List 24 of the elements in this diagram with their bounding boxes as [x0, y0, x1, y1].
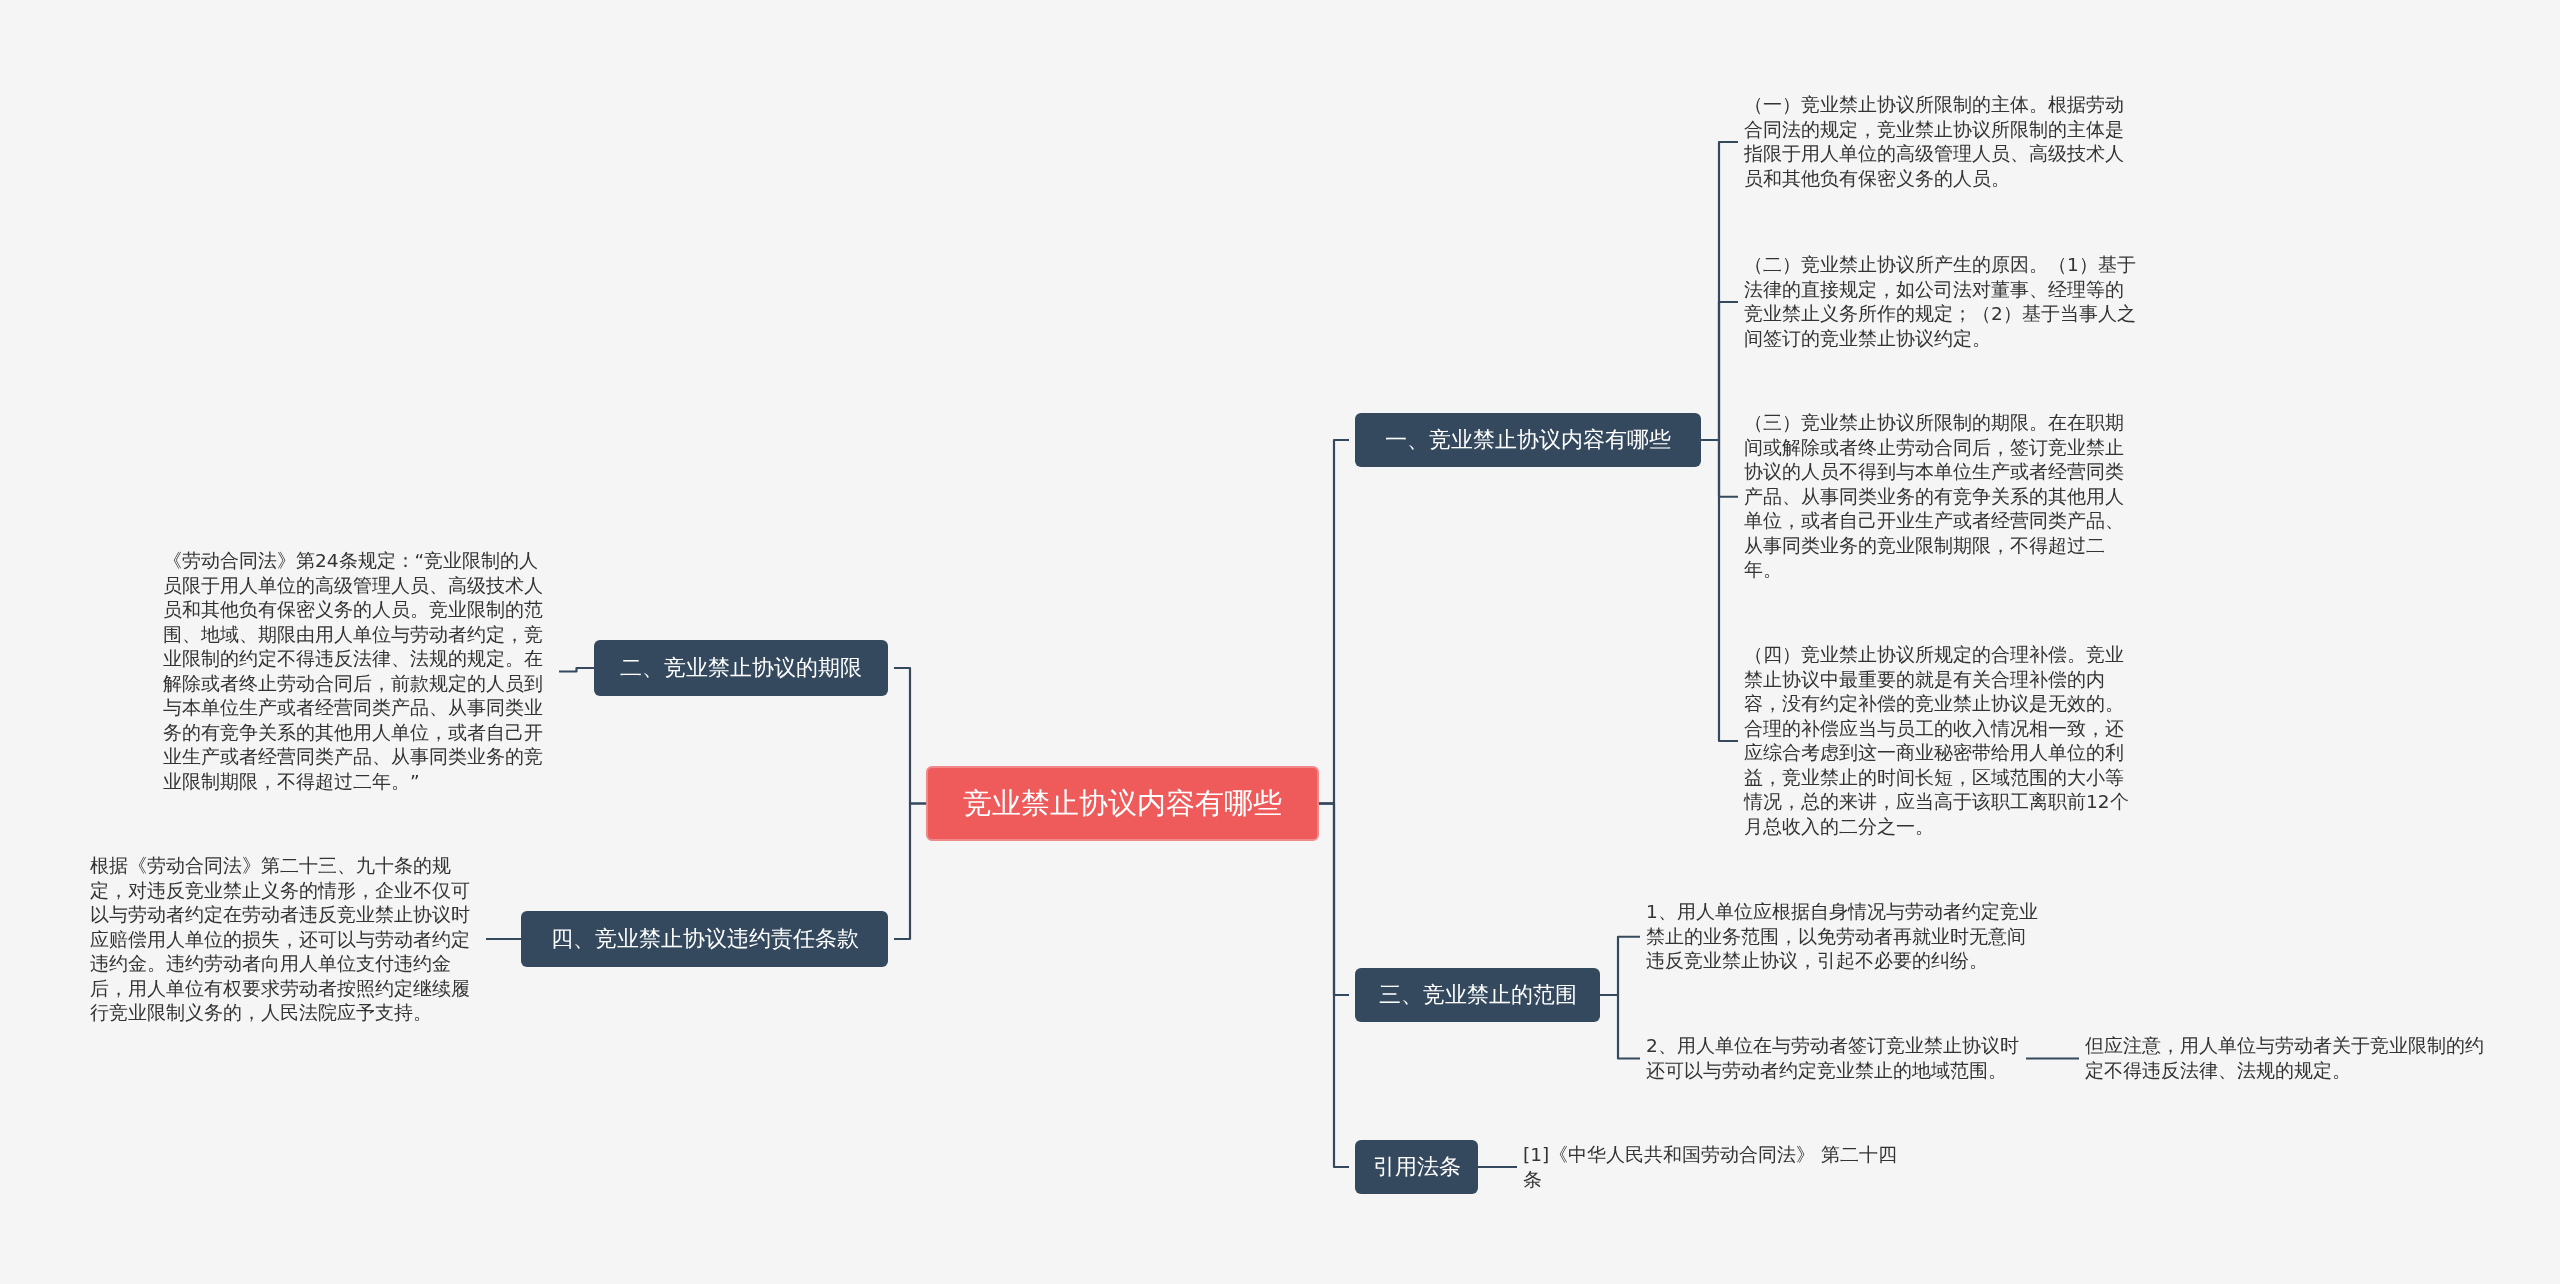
connector-line [1478, 1165, 1517, 1169]
connector-line [486, 937, 521, 941]
topic-text: （四）竞业禁止协议所规定的合理补偿。竞业禁止协议中最重要的就是有关合理补偿的内容，没有约定补偿的竞业禁止协议是无效的。合理的补偿应当与员工的收入情况相一致，还应综合考虑到这一商业秘密带给用人单位的利益，竞业禁止的时间长短，区域范围的大小等情况，总的来讲，应当高于该职工离职前12个月总收入的二分之一。 [1744, 643, 2136, 839]
topic-box: 四、竞业禁止协议违约责任条款 [521, 911, 888, 967]
connector-line [1701, 438, 1738, 743]
topic-text: 但应注意，用人单位与劳动者关于竞业限制的约定不得违反法律、法规的规定。 [2085, 1034, 2485, 1083]
connector-line [1319, 802, 1349, 1169]
topic-box: 二、竞业禁止协议的期限 [594, 640, 888, 696]
topic-text: （二）竞业禁止协议所产生的原因。（1）基于法律的直接规定，如公司法对董事、经理等的竞业禁止义务所作的规定；（2）基于当事人之间签订的竞业禁止协议约定。 [1744, 253, 2136, 351]
topic-text: 2、用人单位在与劳动者签订竞业禁止协议时还可以与劳动者约定竞业禁止的地域范围。 [1646, 1034, 2026, 1083]
connector-line [559, 666, 594, 673]
connector-line [894, 802, 926, 941]
central-topic: 竞业禁止协议内容有哪些 [926, 766, 1319, 841]
connector-line [2026, 1057, 2079, 1060]
topic-text: [1]《中华人民共和国劳动合同法》 第二十四条 [1523, 1143, 1908, 1192]
topic-text: 根据《劳动合同法》第二十三、九十条的规定，对违反竞业禁止义务的情形，企业不仅可以与劳动者约定在劳动者违反竞业禁止协议时应赔偿用人单位的损失，还可以与劳动者约定违约金。违约劳动者向用人单位支付违约金后，用人单位有权要求劳动者按照约定继续履行竞业限制义务的，人民法院应予支持。 [90, 854, 480, 1026]
topic-box: 引用法条 [1355, 1140, 1478, 1194]
topic-text: （三）竞业禁止协议所限制的期限。在在职期间或解除或者终止劳动合同后，签订竞业禁止协议的人员不得到与本单位生产或者经营同类产品、从事同类业务的有竞争关系的其他用人单位，或者自己开业生产或者经营同类产品、从事同类业务的竞业限制期限，不得超过二年。 [1744, 411, 2136, 583]
topic-text: （一）竞业禁止协议所限制的主体。根据劳动合同法的规定，竞业禁止协议所限制的主体是指限于用人单位的高级管理人员、高级技术人员和其他负有保密义务的人员。 [1744, 93, 2136, 191]
topic-text: 《劳动合同法》第24条规定：“竞业限制的人员限于用人单位的高级管理人员、高级技术人员和其他负有保密义务的人员。竞业限制的范围、地域、期限由用人单位与劳动者约定，竞业限制的约定不得违反法律、法规的规定。在解除或者终止劳动合同后，前款规定的人员到与本单位生产或者经营同类产品、从事同类业务的有竞争关系的其他用人单位，或者自己开业生产或者经营同类产品、从事同类业务的竞业限制期限，不得超过二年。” [163, 549, 553, 794]
topic-text: 1、用人单位应根据自身情况与劳动者约定竞业禁止的业务范围，以免劳动者再就业时无意间违反竞业禁止协议，引起不必要的纠纷。 [1646, 900, 2038, 974]
connector-line [1600, 993, 1640, 1060]
topic-box: 三、竞业禁止的范围 [1355, 968, 1600, 1022]
topic-box: 一、竞业禁止协议内容有哪些 [1355, 413, 1701, 467]
